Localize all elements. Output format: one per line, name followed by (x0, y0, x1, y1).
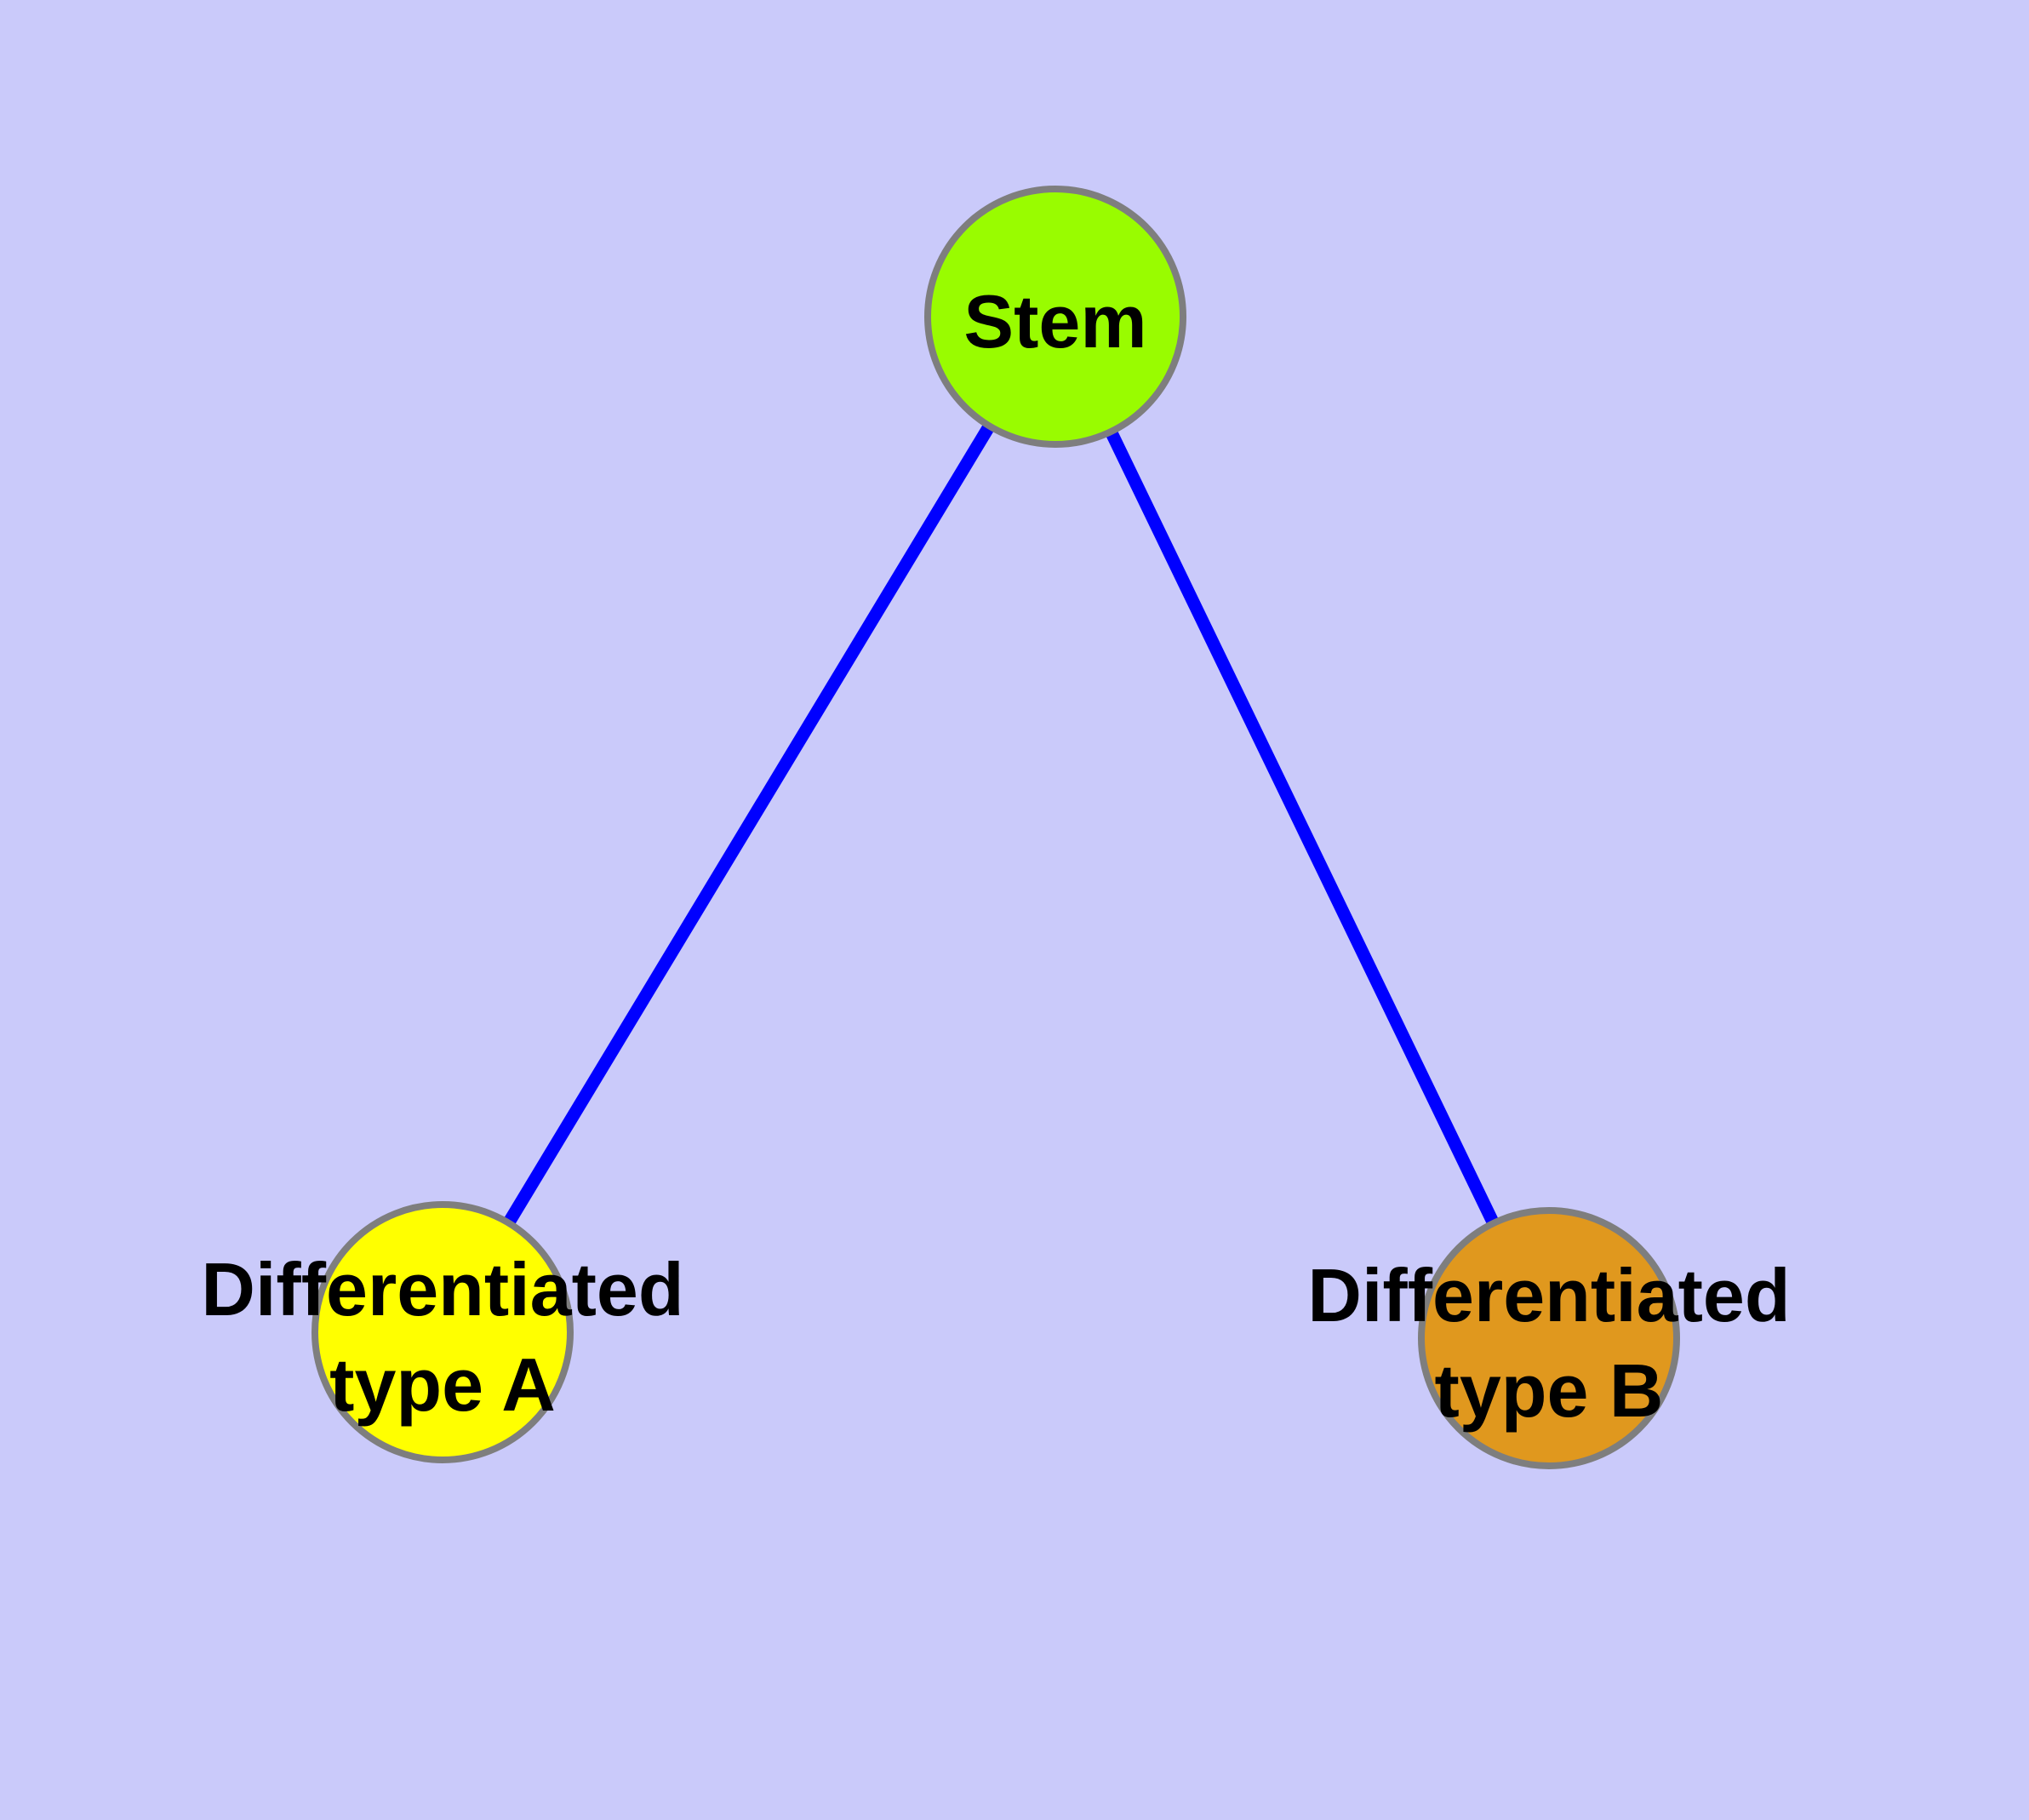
node-differentiated-type-a-circle (311, 1201, 574, 1463)
node-stem-circle (924, 186, 1186, 448)
node-stem-label: Stem (963, 279, 1146, 363)
edge-stem-to-type-b (1049, 313, 1555, 1342)
node-differentiated-type-a-label-line2: type A (329, 1342, 556, 1427)
node-differentiated-type-b-label-line2: type B (1435, 1348, 1664, 1433)
node-differentiated-type-b-label-line1: Differentiated (1307, 1253, 1790, 1337)
edge-stem-to-type-a (437, 313, 1061, 1336)
node-differentiated-type-b-circle (1418, 1207, 1680, 1469)
node-differentiated-type-a-label-line1: Differentiated (201, 1247, 683, 1331)
